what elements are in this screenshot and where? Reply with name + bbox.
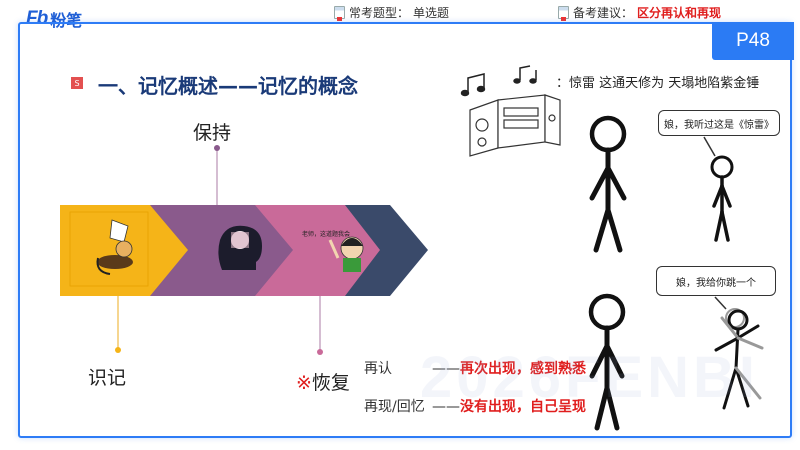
page-number-badge: P48 bbox=[712, 22, 794, 60]
arrow-retrieval bbox=[255, 205, 395, 296]
speech-bubble-recall: 娘，我给你跳一个 bbox=[656, 266, 776, 296]
retrieval-image bbox=[328, 236, 364, 272]
bubble-tail bbox=[714, 296, 727, 310]
storage-image bbox=[218, 225, 262, 270]
encoding-image bbox=[69, 211, 149, 287]
recognition-desc-text: 再次出现，感到熟悉 bbox=[460, 361, 586, 377]
stage-label-storage: 保持 bbox=[193, 122, 232, 144]
top-bar: Fb 粉笔 常考题型： 单选题 备考建议： 区分再认和再现 bbox=[0, 0, 800, 30]
music-lyric-text: ：惊雷 这通天修为 天塌地陷紫金锤 bbox=[556, 72, 759, 91]
stick-figure-standing-bottom bbox=[588, 293, 626, 431]
stick-figure-small bbox=[710, 155, 734, 242]
recognition-dash: —— bbox=[432, 361, 460, 377]
music-note-icons bbox=[460, 65, 537, 97]
stage-label-retrieval: ※恢复 bbox=[296, 368, 350, 395]
bubble-tail bbox=[703, 136, 716, 157]
recognition-label: 再认 bbox=[364, 361, 392, 377]
advice-value: 区分再认和再现 bbox=[637, 6, 722, 20]
music-colon: ： bbox=[556, 76, 570, 91]
recovery-label: 恢复 bbox=[311, 372, 350, 394]
stick-figure-standing bbox=[589, 115, 627, 253]
recognition-desc: ——再次出现，感到熟悉 bbox=[432, 358, 586, 378]
logo-text: 粉笔 bbox=[50, 11, 83, 30]
connector-dot bbox=[214, 145, 220, 151]
connector-dot bbox=[115, 347, 121, 353]
recall-desc: ——没有出现，自己呈现 bbox=[432, 396, 586, 416]
advice-info: 备考建议： 区分再认和再现 bbox=[558, 4, 721, 21]
recall-desc-text: 没有出现，自己呈现 bbox=[460, 399, 586, 415]
music-lyric: 惊雷 这通天修为 天塌地陷紫金锤 bbox=[569, 76, 760, 91]
speech-bubble-recognition: 娘，我听过这是《惊雷》 bbox=[658, 110, 780, 136]
stage-label-encoding: 识记 bbox=[88, 367, 127, 389]
arrow-tip bbox=[345, 205, 428, 296]
question-type-info: 常考题型： 单选题 bbox=[334, 4, 449, 21]
slide-frame bbox=[18, 22, 792, 438]
connector-lines bbox=[117, 148, 321, 350]
stick-figure-dancing bbox=[714, 308, 764, 410]
stage3-caption: 老师，这道题我会 bbox=[302, 231, 351, 238]
section-icon: S bbox=[71, 77, 83, 89]
recall-dash: —— bbox=[432, 399, 460, 415]
recovery-mark: ※ bbox=[296, 372, 312, 394]
question-type-label: 常考题型： bbox=[349, 6, 410, 20]
question-type-value: 单选题 bbox=[413, 6, 450, 20]
watermark: 2026FENBI bbox=[420, 345, 760, 410]
section-title: 一、记忆概述——记忆的概念 bbox=[98, 74, 358, 98]
clipboard-icon bbox=[558, 6, 569, 21]
stereo-icon bbox=[469, 94, 561, 157]
connector-dot bbox=[317, 349, 323, 355]
recall-label: 再现/回忆 bbox=[364, 399, 425, 415]
clipboard-icon bbox=[334, 6, 345, 21]
advice-label: 备考建议： bbox=[573, 6, 634, 20]
